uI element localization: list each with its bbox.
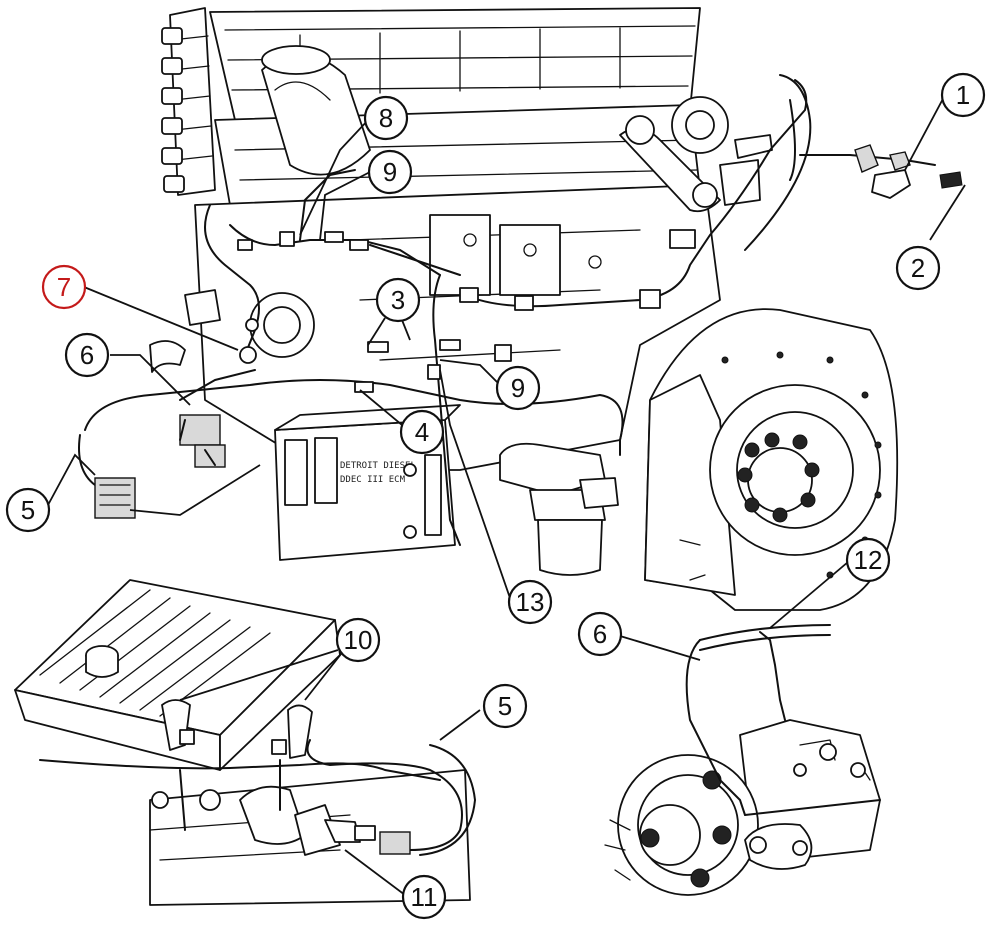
callout-6-lower: 6 [577, 611, 623, 657]
callout-2: 2 [895, 245, 941, 291]
callout-13: 13 [507, 579, 553, 625]
upper-connectors [94, 144, 963, 519]
callout-label: 2 [911, 253, 925, 283]
callout-label: 12 [854, 545, 883, 575]
callout-1: 1 [940, 72, 986, 118]
callout-12: 12 [845, 537, 891, 583]
callout-11: 11 [401, 874, 447, 920]
inset-lower-left [14, 579, 476, 906]
front-pulley [619, 96, 773, 213]
callout-5-upper: 5 [5, 487, 51, 533]
fuel-filter [499, 442, 619, 576]
inset-lower-right [604, 624, 881, 896]
callout-label: 5 [498, 691, 512, 721]
callout-4: 4 [399, 409, 445, 455]
callout-9-upper: 9 [367, 149, 413, 195]
callout-label: 7 [57, 272, 71, 302]
callout-7-highlighted: 7 [41, 264, 87, 310]
callout-label: 4 [415, 417, 429, 447]
callout-5-lower: 5 [482, 683, 528, 729]
left-housing [149, 289, 315, 373]
callout-8: 8 [363, 95, 409, 141]
callout-label: 10 [344, 625, 373, 655]
callout-label: 9 [511, 373, 525, 403]
callout-9-lower: 9 [495, 365, 541, 411]
leader-lines [47, 94, 966, 896]
callout-label: 3 [391, 285, 405, 315]
callout-10: 10 [335, 617, 381, 663]
ecu-module: DETROIT DIESEL DDEC III ECM [274, 404, 461, 561]
engine-left-stack [161, 7, 216, 196]
intake-pipe [261, 45, 371, 176]
engine-block [149, 7, 773, 471]
callout-label: 1 [956, 80, 970, 110]
callout-label: 9 [383, 157, 397, 187]
svg-text:DDEC III ECM: DDEC III ECM [340, 475, 406, 485]
callout-6-upper: 6 [64, 332, 110, 378]
sensor-11 [294, 804, 411, 856]
callout-label: 6 [593, 619, 607, 649]
callout-label: 5 [21, 495, 35, 525]
callout-label: 11 [411, 882, 438, 912]
callout-label: 13 [516, 587, 545, 617]
callout-label: 6 [80, 340, 94, 370]
callout-label: 8 [379, 103, 393, 133]
flywheel-bolts [737, 432, 820, 523]
svg-text:DETROIT DIESEL: DETROIT DIESEL [340, 461, 416, 471]
callout-3: 3 [375, 277, 421, 323]
flywheel-assembly [644, 308, 899, 611]
